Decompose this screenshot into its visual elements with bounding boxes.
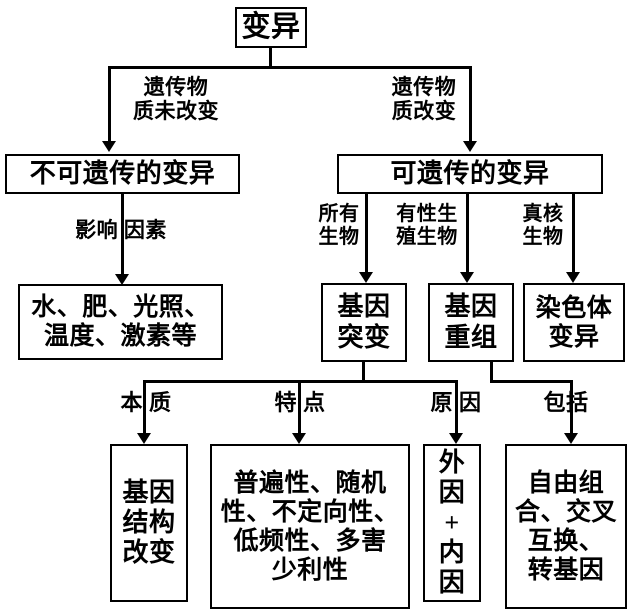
node-gene-recombination: 基因 重组	[428, 283, 514, 362]
arrowhead-to-mutation-features	[292, 433, 306, 444]
arrowhead-to-mutation-causes	[449, 433, 463, 444]
connector-root-bar	[108, 66, 472, 69]
edge-label-characteristics: 特 点	[274, 390, 326, 415]
node-mutation-features: 普遍性、随机 性、不定向性、 低频性、多害 少利性	[210, 444, 410, 609]
edge-label-influencing-factors: 影响 因素	[75, 218, 167, 242]
edge-label-essence: 本 质	[120, 390, 172, 415]
connector-non-heritable-stem	[121, 194, 124, 278]
node-heritable-variation: 可遗传的变异	[337, 154, 603, 194]
edge-label-includes: 包括	[543, 390, 589, 415]
node-recombination-includes: 自由组 合、交叉 互换、 转基因	[505, 444, 627, 609]
node-root-variation: 变异	[235, 7, 307, 48]
node-non-heritable-variation: 不可遗传的变异	[5, 154, 240, 194]
node-mutation-causes: 外 因 + 内 因	[423, 444, 481, 602]
edge-label-sexual-reproduction-organisms: 有性生 殖生物	[396, 203, 458, 248]
node-environmental-factors: 水、肥、光照、 温度、激素等	[18, 284, 223, 360]
edge-label-all-organisms: 所有 生物	[318, 203, 360, 248]
arrowhead-to-non-heritable	[102, 141, 116, 152]
arrowhead-to-chromosome-variation	[566, 272, 580, 283]
edge-label-genetic-material-unchanged: 遗传物 质未改变	[133, 75, 219, 123]
edge-label-genetic-material-changed: 遗传物 质改变	[391, 75, 457, 123]
connector-branch-characteristics	[298, 380, 301, 436]
arrowhead-to-gene-recombination	[460, 272, 474, 283]
connector-branch-essence	[143, 380, 146, 436]
connector-gene-mutation-stem	[362, 362, 365, 382]
connector-root-right-drop	[469, 66, 472, 144]
arrowhead-to-heritable	[463, 141, 477, 152]
edge-label-eukaryotes: 真核 生物	[522, 203, 564, 248]
arrowhead-to-gene-mutation	[359, 272, 373, 283]
connector-heritable-drop-2	[466, 194, 469, 276]
connector-gene-recombination-stem	[490, 362, 493, 382]
edge-label-cause: 原 因	[430, 390, 482, 415]
connector-gene-recombination-bar	[490, 380, 573, 383]
connector-branch-cause	[455, 380, 458, 436]
arrowhead-to-gene-structure-change	[137, 433, 151, 444]
connector-heritable-drop-1	[365, 194, 368, 276]
connector-branch-includes	[570, 380, 573, 436]
node-gene-structure-change: 基因 结构 改变	[110, 444, 188, 602]
node-gene-mutation: 基因 突变	[321, 283, 407, 362]
connector-root-left-drop	[108, 66, 111, 144]
arrowhead-to-recombination-includes	[564, 433, 578, 444]
node-chromosome-variation: 染色体 变异	[523, 283, 625, 362]
arrowhead-to-env-factors	[115, 274, 129, 285]
connector-root-stem	[269, 48, 272, 68]
connector-heritable-drop-3	[572, 194, 575, 276]
